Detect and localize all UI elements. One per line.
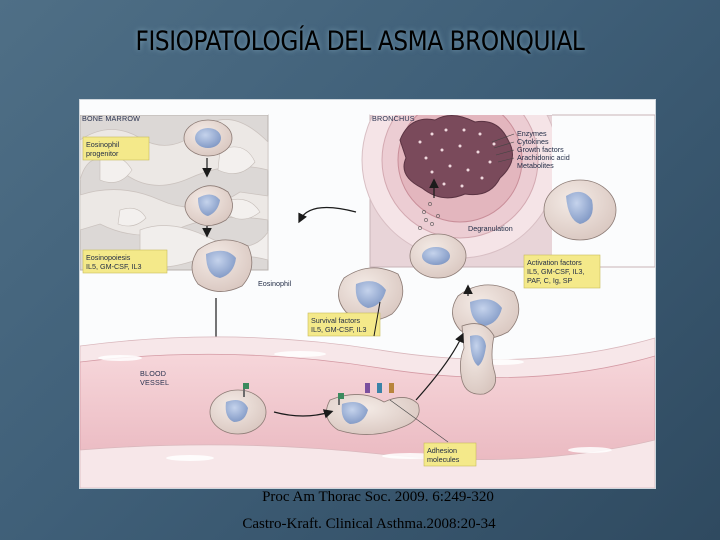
arrow-to-tissue — [298, 206, 357, 224]
adhesion-label-box — [423, 442, 477, 467]
eosinopoiesis-label-line2: IL5, GM-CSF, IL3 — [86, 262, 142, 271]
eosinopoiesis-label-line1: Eosinopoiesis — [86, 253, 131, 262]
adhesion-label-line1: Adhesion — [427, 446, 457, 455]
bone-marrow-panel — [80, 114, 269, 271]
mediator-pointer-lines — [491, 133, 515, 163]
activation-label-line2: IL5, GM-CSF, IL3, — [527, 267, 585, 276]
eosinophil-label: Eosinophil — [258, 279, 292, 288]
adhesion-molecule-markers — [243, 383, 394, 405]
mediator-arachidonic-acid: Arachidonic acid — [517, 153, 570, 162]
activated-eosinophil-bronchus — [543, 179, 617, 241]
mediator-enzymes: Enzymes — [517, 129, 547, 138]
mediator-cytokines: Cytokines — [517, 137, 549, 146]
citation-line-1: Proc Am Thorac Soc. 2009. 6:249-320 — [262, 489, 494, 505]
activation-label-line3: PAF, C, Ig, SP — [527, 276, 573, 285]
blood-vessel-label-line1: BLOOD — [140, 369, 166, 378]
progenitor-cell — [183, 119, 233, 157]
figure-illustration: BONE MARROW Eosinophil progenitor Eosino… — [80, 100, 655, 488]
transmigrating-eosinophil — [460, 323, 497, 395]
activation-label-line1: Activation factors — [527, 258, 582, 267]
mediator-metabolites: Metabolites — [517, 161, 554, 170]
bone-marrow-label: BONE MARROW — [82, 114, 140, 123]
adhesion-label-line2: molecules — [427, 455, 460, 464]
bronchus-label: BRONCHUS — [372, 114, 415, 123]
mediators-list: Enzymes Cytokines Growth factors Arachid… — [517, 129, 570, 170]
degranulating-eosinophil — [409, 202, 467, 279]
circulating-eosinophil-left — [209, 389, 267, 435]
survival-label-line1: Survival factors — [311, 316, 361, 325]
pathophysiology-figure: BONE MARROW Eosinophil progenitor Eosino… — [79, 99, 656, 489]
progenitor-label-line2: progenitor — [86, 149, 119, 158]
citation-line-2: Castro-Kraft. Clinical Asthma.2008:20-34 — [242, 516, 496, 532]
eosinopoiesis-label-box — [82, 249, 168, 274]
degranulation-label: Degranulation — [468, 224, 513, 233]
activation-label-box — [523, 254, 601, 289]
blood-vessel-label-line2: VESSEL — [140, 378, 169, 387]
progenitor-label-box — [82, 136, 150, 161]
pointer-survival — [373, 301, 381, 337]
arrow-extravasation — [415, 332, 464, 401]
mediator-growth-factors: Growth factors — [517, 145, 564, 154]
progenitor-label-line1: Eosinophil — [86, 140, 120, 149]
maturing-eosinophil — [184, 185, 233, 226]
pointer-adhesion — [389, 399, 449, 443]
survival-label-line2: IL5, GM-CSF, IL3 — [311, 325, 367, 334]
blood-vessel — [80, 336, 655, 488]
slide-title: FISIOPATOLOGÍA DEL ASMA BRONQUIAL — [135, 26, 585, 57]
survival-label-box — [307, 312, 381, 337]
tissue-eosinophil-center — [338, 267, 404, 321]
arrow-vessel-right — [273, 409, 334, 419]
tissue-eosinophil-left — [191, 239, 253, 292]
